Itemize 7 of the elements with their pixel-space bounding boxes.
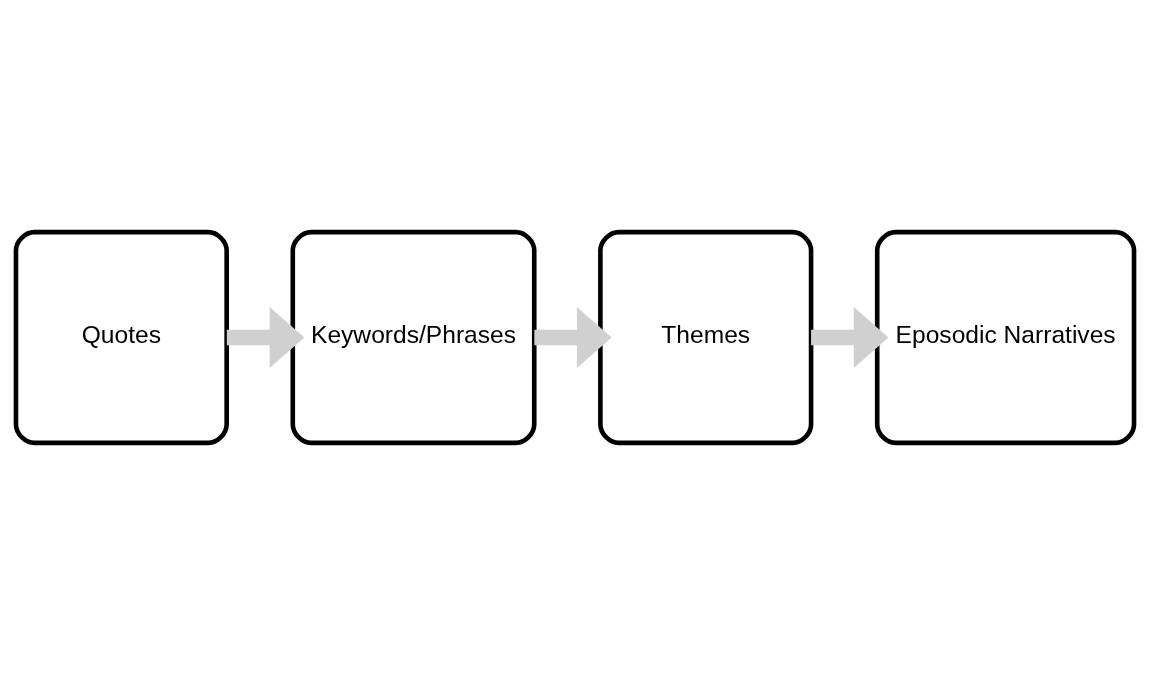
arrow [226,306,305,368]
arrow [534,306,612,368]
node-box: Eposodic Narratives [874,229,1137,445]
node-box: Keywords/Phrases [290,229,537,445]
node-box: Quotes [13,229,229,445]
node-box: Themes [598,229,814,445]
arrow [811,306,889,368]
